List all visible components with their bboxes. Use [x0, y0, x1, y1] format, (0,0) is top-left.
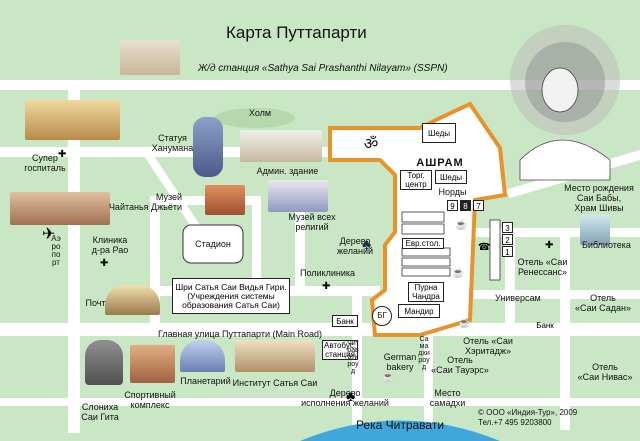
- super-hospital-label: Супер госпиталь: [24, 153, 66, 173]
- bus-station-label: Автобус. станция: [322, 340, 358, 360]
- railway-line: [0, 80, 640, 90]
- admin-label: Админ. здание: [256, 166, 319, 176]
- tree-icon: ♣: [362, 236, 372, 252]
- wishing-tree-top-label: Дерево желаний: [336, 236, 373, 256]
- stadium-label: Стадион: [195, 239, 231, 249]
- elephant-label: Слониха Саи Гита: [81, 402, 119, 422]
- samadhi-road-label: Самадхи роуд: [418, 336, 430, 371]
- admin-building: [240, 130, 322, 162]
- side-number: 2: [502, 234, 513, 245]
- museum-religions-building: [268, 180, 328, 212]
- birthplace-label: Место рождения Саи Бабы, Храм Шивы: [564, 183, 634, 213]
- german-bakery-label: German bakery: [383, 352, 417, 372]
- university-label: Шри Сатья Саи Видья Гири. (Учреждения си…: [172, 278, 290, 314]
- river-shape: [300, 420, 500, 441]
- sport-complex-building: [130, 345, 175, 383]
- planetarium-label: Планетарий: [180, 376, 231, 386]
- airport-label: Аэропорт: [51, 234, 61, 267]
- hospital-cross-icon: ✚: [322, 281, 331, 292]
- purna-chandra-label: Пурна Чандра: [408, 282, 444, 302]
- side-number: 3: [502, 222, 513, 233]
- samadhi-label: Место самадхи: [429, 388, 466, 408]
- gate-number: 7: [473, 200, 484, 211]
- chaitanya-building: [205, 185, 245, 215]
- wishing-tree-bottom-label: Дерево исполнения желаний: [301, 388, 389, 408]
- hotel-sadan-label: Отель «Саи Садан»: [575, 293, 631, 313]
- portrait-drawing: [510, 25, 620, 181]
- post-label: Почта: [85, 298, 111, 308]
- bank-right-label: Банк: [536, 320, 554, 330]
- university-dome: [105, 285, 160, 315]
- om-symbol-icon: ॐ: [363, 136, 379, 153]
- bank-center-label: Банк: [332, 315, 358, 327]
- trade-center-label: Торг. центр: [400, 170, 432, 190]
- hotel-towers-label: Отель «Саи Тауэрс»: [431, 355, 489, 375]
- ashram-name: АШРАМ: [416, 157, 464, 169]
- hanuman-label: Статуя Ханумана: [151, 133, 194, 153]
- gate-number: 8: [460, 200, 471, 211]
- cup-icon: ☕: [382, 372, 395, 383]
- sheds-top-label: Шеды: [422, 123, 456, 143]
- chaitanya-label: Музей Чайтанья Джьёти: [108, 192, 182, 212]
- museum-religions-label: Музей всех религий: [288, 212, 336, 232]
- river-label: Река Читравати: [355, 418, 445, 432]
- bg-label: БГ: [372, 306, 392, 326]
- institute-label: Институт Сатья Саи: [232, 378, 318, 388]
- sport-label: Спортивный комплекс: [124, 390, 176, 410]
- hill-shape: [215, 108, 295, 128]
- temple-icon: [580, 215, 610, 245]
- clinic-rao-label: Клиника д-ра Рао: [91, 235, 129, 255]
- hanuman-statue: [193, 117, 223, 177]
- polyclinic-label: Поликлиника: [300, 268, 356, 278]
- cup-icon: ☕: [452, 268, 465, 279]
- hospital-cross-icon: ✚: [58, 149, 67, 160]
- universam-label: Универсам: [495, 293, 541, 303]
- hill-label: Холм: [248, 108, 272, 118]
- tree-icon: ♣: [346, 388, 356, 404]
- eur-canteen-label: Евр.стол.: [402, 238, 444, 249]
- hospital-cross-icon: ✚: [545, 240, 554, 251]
- hotel-renaissance-label: Отель «Саи Ренессанс»: [517, 257, 568, 277]
- planetarium-building: [180, 340, 225, 372]
- elephant-figure: [85, 340, 123, 385]
- map-title: Карта Путтапарти: [226, 23, 367, 42]
- railway-label: Ж/д станция «Sathya Sai Prashanthi Nilay…: [198, 63, 448, 74]
- airplane-icon: ✈: [42, 226, 56, 243]
- super-hospital-building: [25, 100, 120, 140]
- hospital-cross-icon: ✚: [100, 258, 109, 269]
- cup-icon: ☕: [458, 318, 471, 329]
- cup-icon: ☕: [455, 220, 468, 231]
- gate-number: 9: [447, 200, 458, 211]
- institute-building: [235, 340, 315, 372]
- hotel-nivas-label: Отель «Саи Нивас»: [577, 362, 633, 382]
- copyright-label: © ООО «Индия-Тур», 2009 Тел.+7 495 92038…: [478, 408, 578, 427]
- mandir-label: Мандир: [398, 304, 440, 318]
- sheds-mid-label: Шеды: [435, 170, 467, 184]
- station-building: [120, 40, 180, 75]
- phone-icon: ☎: [478, 242, 491, 253]
- nords-label: Норды: [438, 187, 467, 197]
- main-road-label: Главная улица Путтапарти (Main Road): [158, 329, 322, 339]
- side-number: 1: [502, 246, 513, 257]
- library-label: Библиотека: [582, 240, 631, 250]
- stadium-shape: [182, 224, 244, 264]
- hotel-heritage-label: Отель «Саи Хэритадж»: [463, 336, 513, 356]
- hospital-building-2: [10, 192, 110, 225]
- chitravati-road-label: Читравати роуд: [347, 340, 359, 375]
